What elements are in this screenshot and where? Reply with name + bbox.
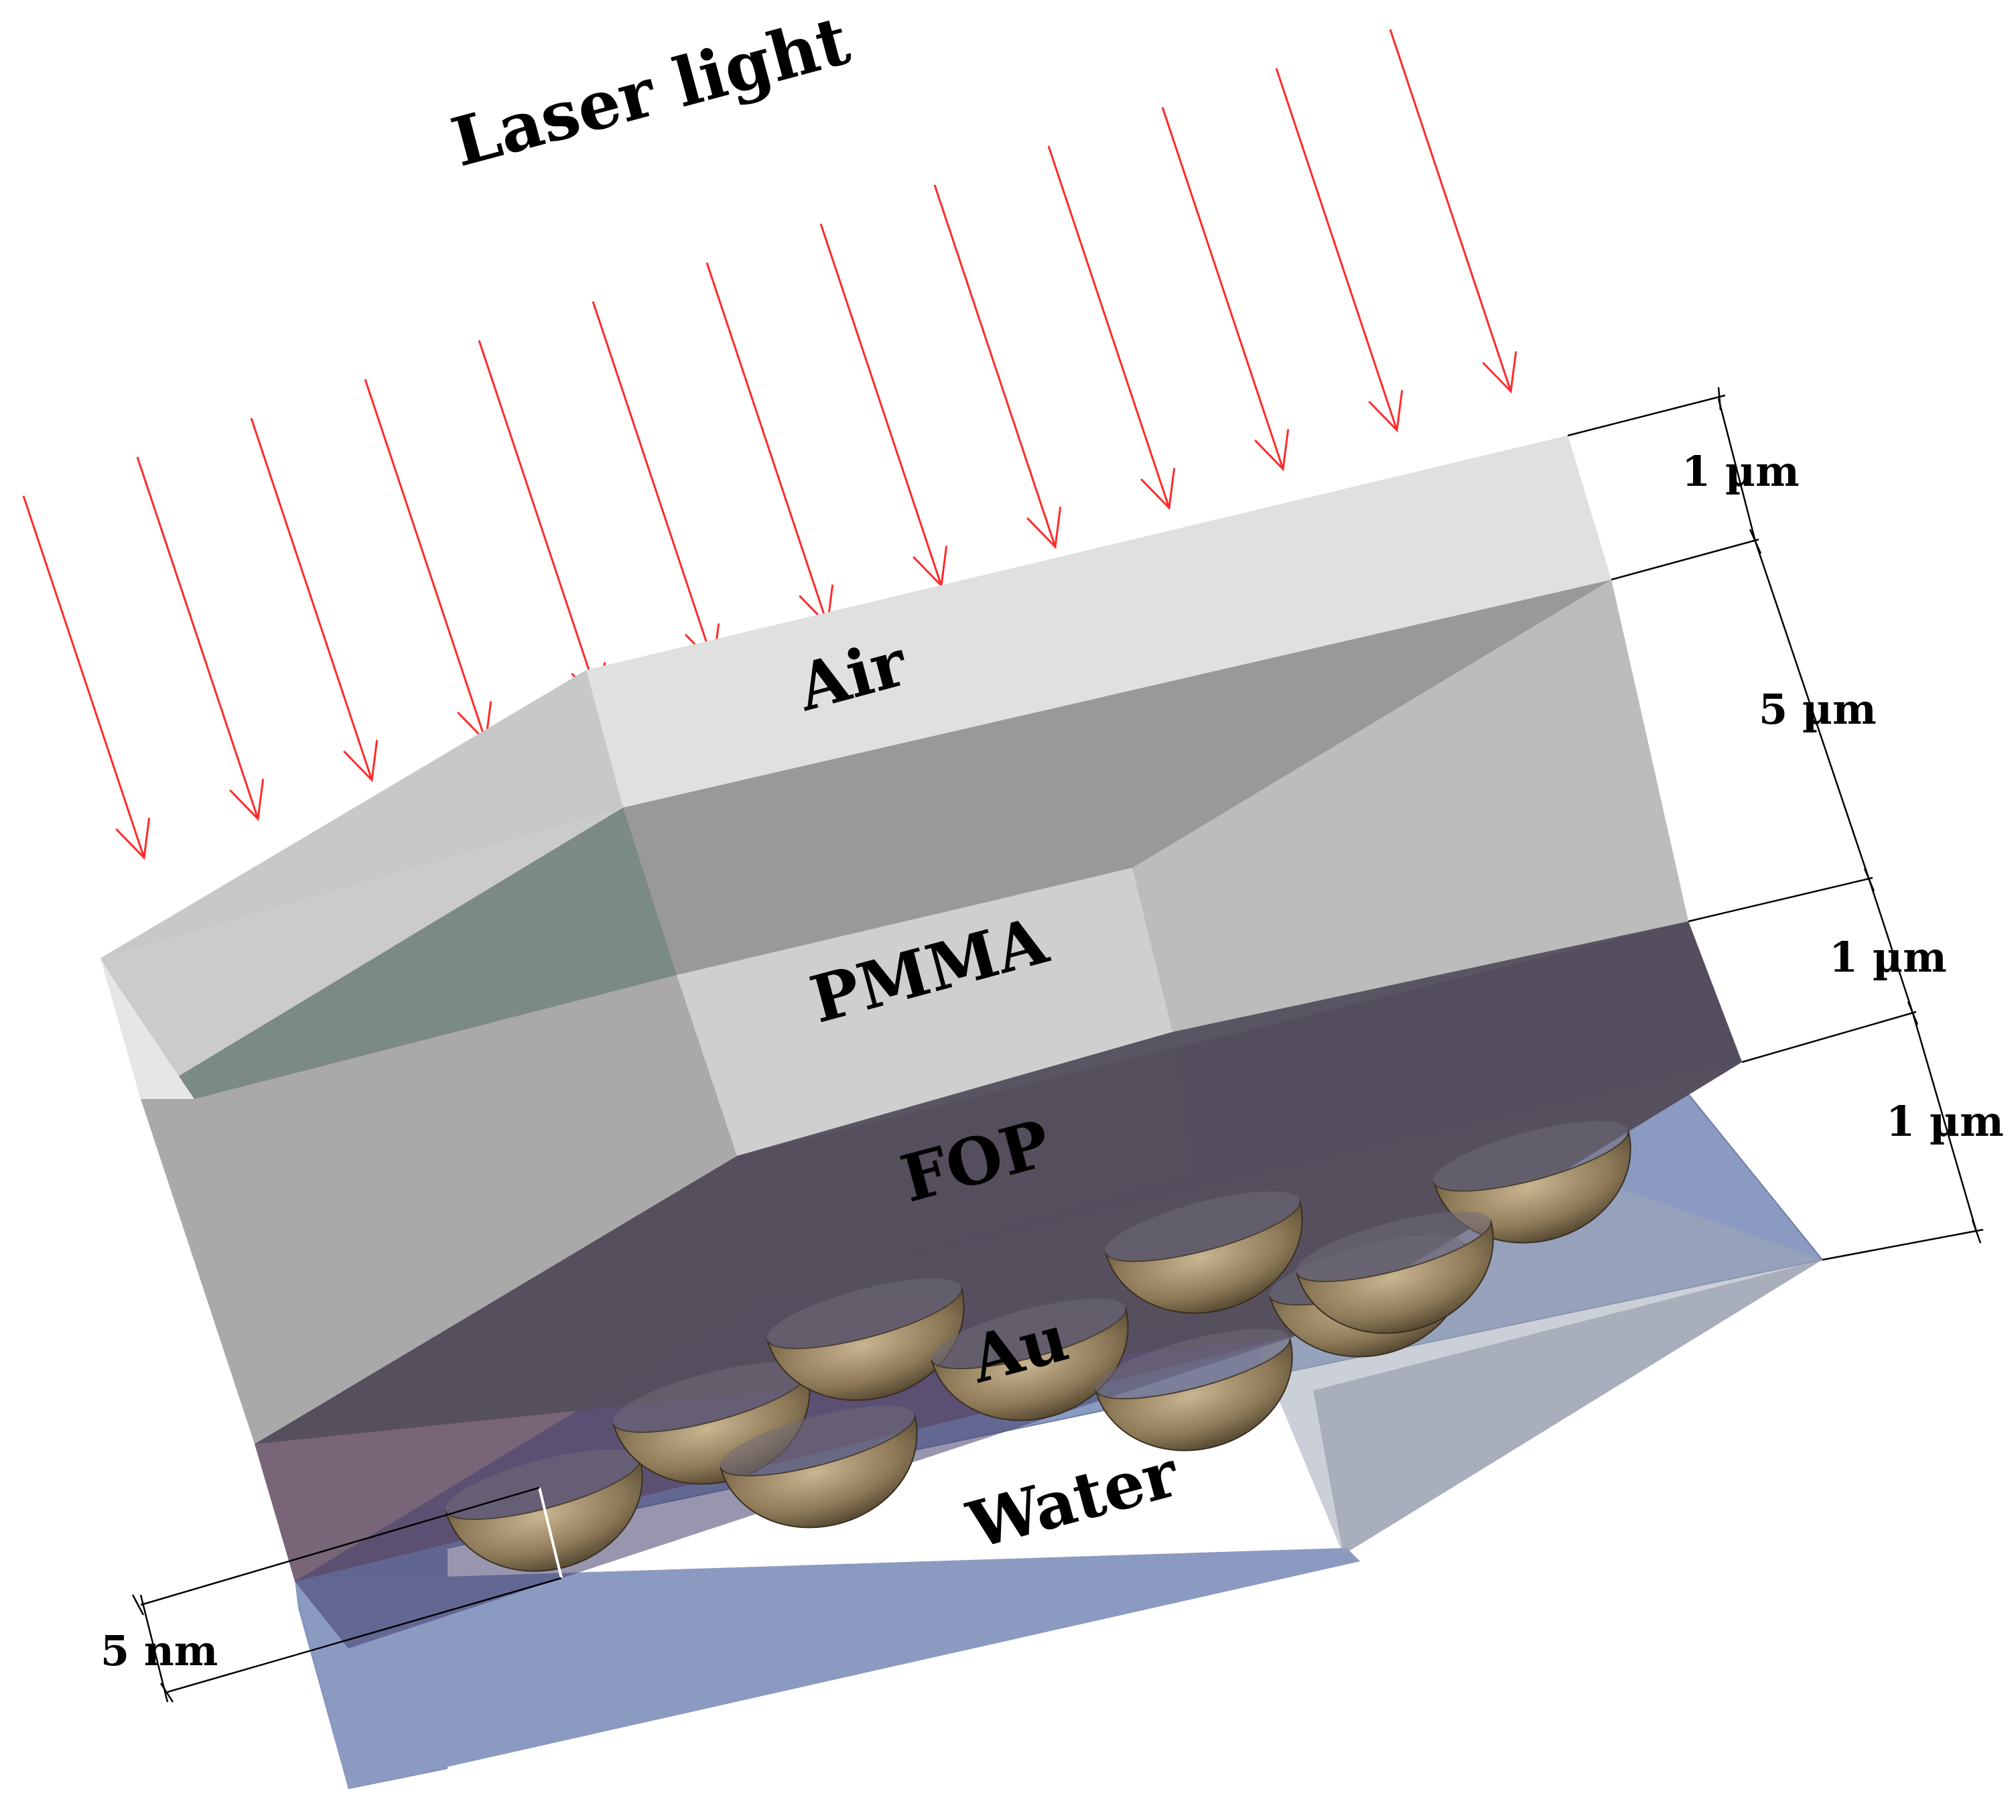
air-thickness-label: 1 µm (1682, 447, 1800, 496)
gold-nanoparticles (445, 1120, 1631, 1572)
laser-arrow-head (1026, 507, 1062, 549)
pmma-layer (141, 580, 1742, 1444)
particle-size-label: 5 nm (100, 1626, 218, 1675)
laser-arrow (592, 301, 715, 664)
laser-arrow (1047, 145, 1170, 509)
gold-particle (931, 1298, 1129, 1421)
gold-particle (720, 1405, 918, 1529)
water-thickness-label: 1 µm (1886, 1097, 2004, 1146)
laser-arrow-head (343, 740, 379, 783)
gold-particle (766, 1278, 965, 1401)
laser-arrow-head (1482, 351, 1518, 394)
laser-arrow (478, 340, 601, 703)
air-layer (100, 436, 1611, 1099)
laser-arrow (1275, 68, 1398, 431)
laser-arrow-head (115, 818, 151, 860)
particle-size-dimension (131, 1486, 562, 1703)
fop-thickness-label: 1 µm (1829, 933, 1947, 982)
laser-arrow (136, 456, 259, 820)
particle-diameter-line (538, 1487, 563, 1579)
laser-arrow-head (229, 779, 265, 822)
laser-arrow (1389, 29, 1512, 392)
gold-particle (1095, 1328, 1293, 1451)
laser-arrow (364, 379, 487, 742)
laser-arrow (705, 262, 829, 625)
laser-arrow (22, 495, 145, 858)
laser-light-title: Laser light (444, 1, 857, 182)
pmma-thickness-label: 5 µm (1759, 685, 1877, 734)
laser-arrow (819, 223, 943, 586)
laser-arrow-head (1368, 390, 1404, 433)
gold-particle (1296, 1211, 1494, 1334)
water-label: Water (959, 1435, 1186, 1564)
gold-particle (1105, 1191, 1303, 1314)
laser-arrow-head (1254, 429, 1290, 472)
laser-arrow-head (1140, 468, 1176, 511)
laser-arrow (933, 184, 1057, 547)
laser-arrow (250, 417, 373, 781)
dimension-lines (1567, 387, 1984, 1261)
laser-arrow (1161, 107, 1284, 470)
